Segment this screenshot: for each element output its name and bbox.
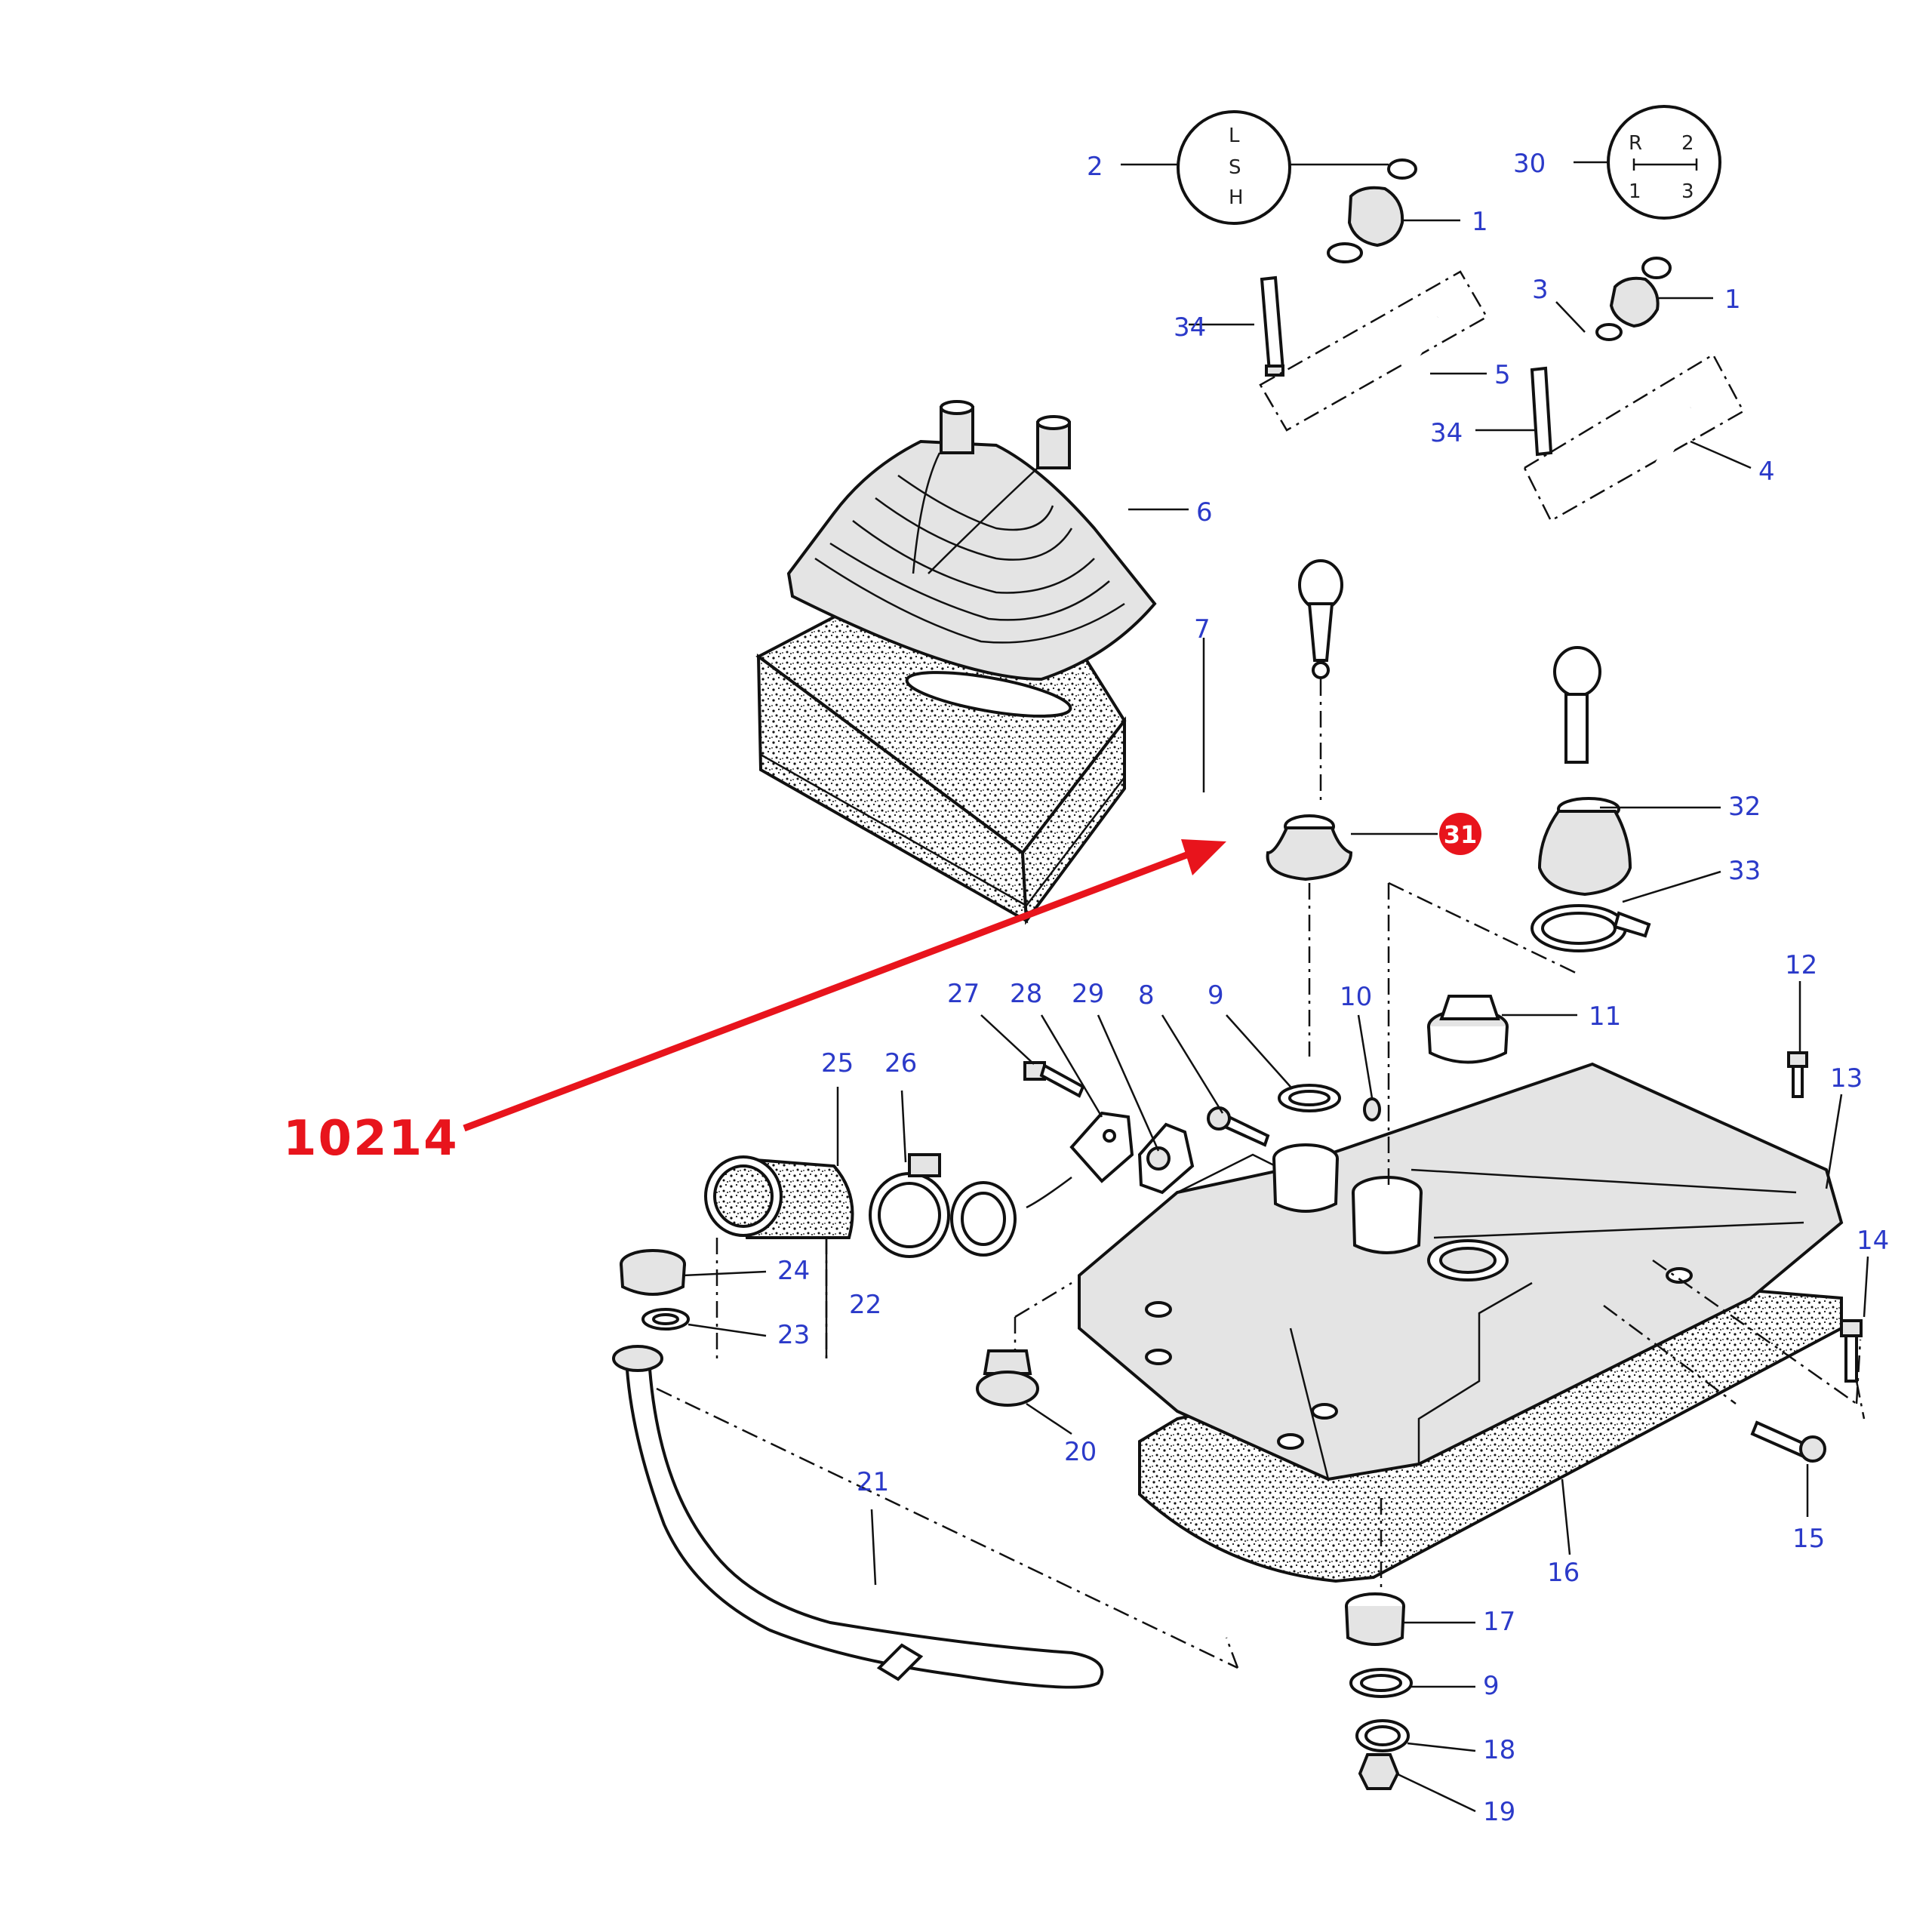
callout-34: 34 <box>1430 418 1463 448</box>
callout-22: 22 <box>849 1290 881 1320</box>
sleeve-17 <box>1345 1592 1405 1646</box>
callout-30: 30 <box>1513 149 1546 179</box>
gear-dial-label-2: 2 <box>1681 132 1694 155</box>
gear-dial-label-3: 3 <box>1681 180 1694 203</box>
drain-plug-20 <box>976 1349 1039 1407</box>
reference-arrow: 10214 <box>283 839 1226 1167</box>
range-dial-label-s: S <box>1229 156 1241 179</box>
callout-9: 9 <box>1483 1671 1500 1701</box>
callout-21: 21 <box>857 1467 889 1497</box>
nut-19 <box>1358 1753 1400 1790</box>
callout-29: 29 <box>1072 979 1104 1009</box>
callout-8: 8 <box>1138 980 1155 1011</box>
reference-code: 10214 <box>283 1111 459 1167</box>
bolt-27 <box>1023 1061 1085 1098</box>
callout-10: 10 <box>1340 982 1372 1012</box>
washer-23 <box>641 1308 690 1331</box>
gear-dial-label-1: 1 <box>1629 180 1641 203</box>
callout-1: 1 <box>1472 207 1488 237</box>
elbow-pipe <box>950 1181 1017 1257</box>
callout-17: 17 <box>1483 1607 1515 1637</box>
twin-lever-boot <box>786 400 1157 718</box>
callout-4: 4 <box>1758 457 1775 487</box>
range-dial-label-l: L <box>1229 125 1240 147</box>
pin-10 <box>1363 1097 1381 1121</box>
hose-25 <box>704 1155 854 1239</box>
elbow-flange <box>1026 1111 1195 1209</box>
callout-27: 27 <box>947 979 980 1009</box>
callout-labels: 1 1 2 3 4 5 6 7 8 9 9 10 11 12 13 14 15 … <box>777 149 1889 1827</box>
callout-11: 11 <box>1589 1001 1621 1032</box>
callout-7: 7 <box>1194 614 1211 645</box>
gear-dial: R 2 1 3 <box>1574 105 1721 279</box>
range-dial-label-h: H <box>1229 186 1244 209</box>
callout-33: 33 <box>1728 856 1761 886</box>
callout-28: 28 <box>1010 979 1042 1009</box>
bolt-14 <box>1840 1319 1866 1420</box>
hose-clamp-26 <box>869 1153 950 1258</box>
spring-18 <box>1355 1719 1410 1752</box>
callout-2: 2 <box>1087 152 1103 182</box>
callout-26: 26 <box>884 1048 917 1078</box>
callout-18: 18 <box>1483 1735 1515 1765</box>
gear-lever-assembly <box>1523 276 1745 952</box>
range-lever-assembly <box>1259 186 1488 1057</box>
bolt-8 <box>1207 1106 1270 1147</box>
washer-9-bottom <box>1349 1668 1413 1698</box>
callout-25: 25 <box>821 1048 854 1078</box>
range-dial: L S H <box>1121 110 1417 225</box>
callout-5: 5 <box>1494 360 1511 390</box>
gearbox-cover-housing <box>1078 1062 1844 1583</box>
callout-leaders <box>682 219 1869 1813</box>
callout-12: 12 <box>1785 950 1817 980</box>
callout-1: 1 <box>1724 285 1741 315</box>
callout-9: 9 <box>1208 980 1224 1011</box>
dipstick-tube-21 <box>612 1345 1104 1689</box>
callout-19: 19 <box>1483 1797 1515 1827</box>
callout-13: 13 <box>1830 1063 1863 1094</box>
bolt-12 <box>1787 1051 1808 1098</box>
callout-20: 20 <box>1064 1437 1097 1467</box>
callout-32: 32 <box>1728 792 1761 822</box>
boot-31 <box>1266 814 1353 1057</box>
callout-6: 6 <box>1196 497 1213 528</box>
callout-23: 23 <box>777 1320 810 1350</box>
callout-3: 3 <box>1532 275 1549 305</box>
callout-31: 31 <box>1444 820 1478 849</box>
callout-14: 14 <box>1857 1226 1889 1256</box>
bolt-15 <box>1750 1420 1826 1463</box>
filler-plug <box>1427 995 1509 1064</box>
callout-34: 34 <box>1174 312 1206 343</box>
cap-24 <box>620 1249 686 1296</box>
gear-dial-label-r: R <box>1629 132 1642 155</box>
callout-16: 16 <box>1547 1558 1580 1588</box>
highlight-badge: 31 <box>1351 813 1481 855</box>
callout-15: 15 <box>1792 1524 1825 1554</box>
washer-9-top <box>1278 1084 1341 1112</box>
callout-24: 24 <box>777 1256 810 1286</box>
